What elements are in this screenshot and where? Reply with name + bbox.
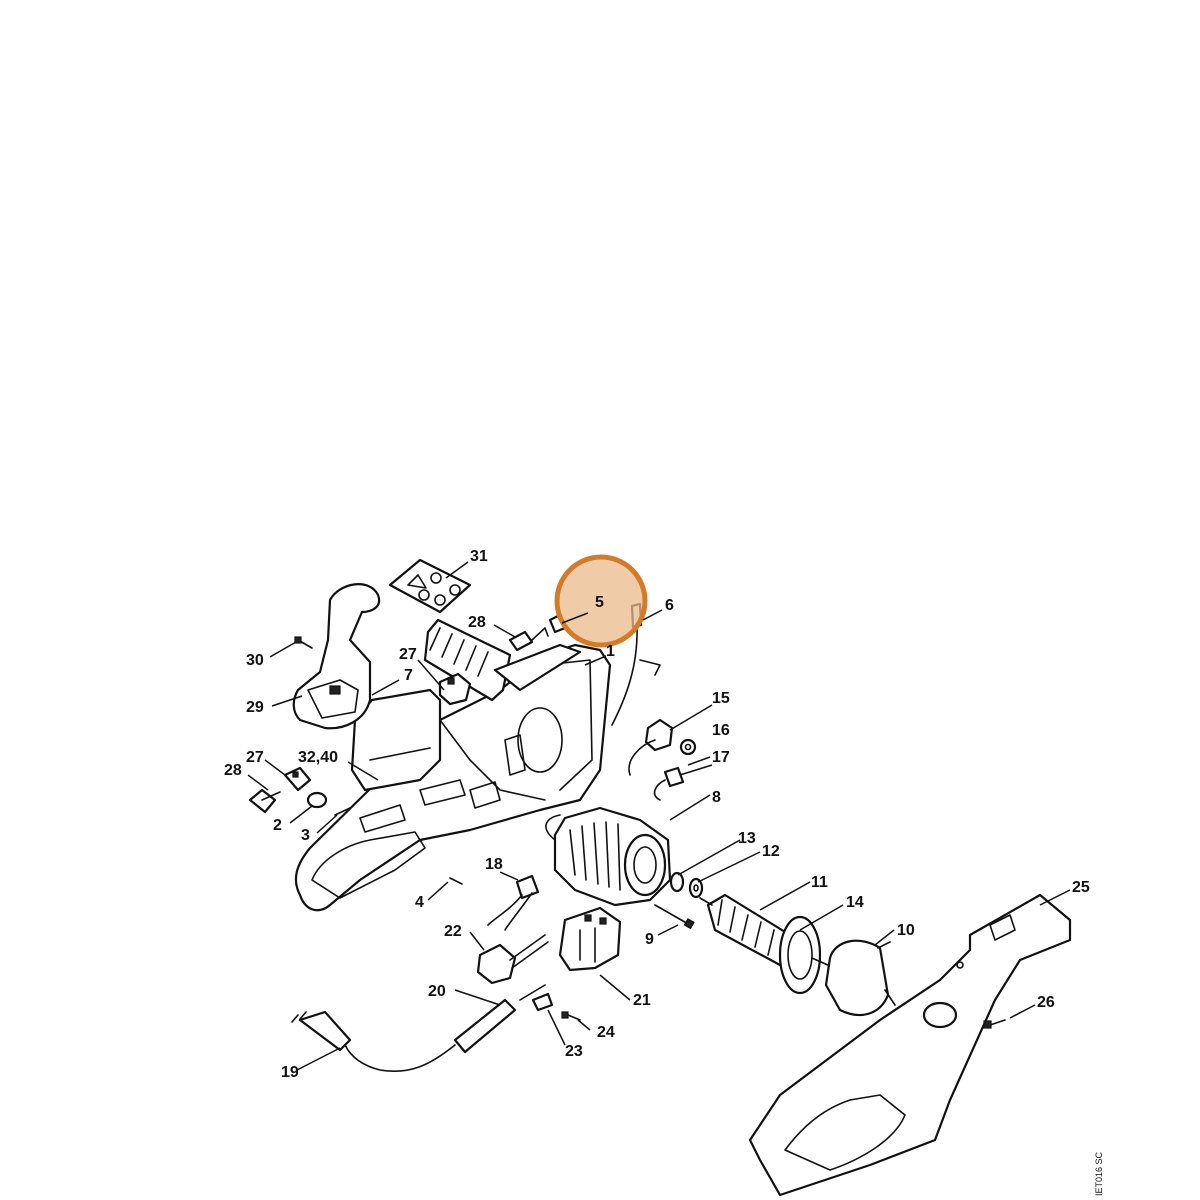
callout-10[interactable]: 10 (897, 922, 915, 939)
handle-grip (423, 618, 582, 702)
switch-21 (558, 906, 622, 972)
callout-7[interactable]: 7 (404, 667, 413, 684)
left-small-parts (248, 636, 463, 885)
callout-29[interactable]: 29 (246, 699, 264, 716)
carbon-brush-top (508, 627, 549, 652)
long-screw (654, 904, 695, 930)
front-handle (292, 583, 381, 730)
switch-components (628, 718, 697, 801)
callout-32-40[interactable]: 32,40 (298, 749, 338, 766)
stator-field (545, 806, 672, 907)
callout-16[interactable]: 16 (712, 722, 730, 739)
callout-14[interactable]: 14 (846, 894, 864, 911)
cord-clamp (531, 992, 581, 1021)
screw-26 (983, 1019, 1006, 1029)
callout-18[interactable]: 18 (485, 856, 503, 873)
callout-21[interactable]: 21 (633, 992, 651, 1009)
callout-labels: 31 28 5 6 1 27 30 7 29 15 16 17 27 32,40… (224, 548, 1090, 1081)
callout-3[interactable]: 3 (301, 827, 310, 844)
callout-8[interactable]: 8 (712, 789, 721, 806)
callout-28-left[interactable]: 28 (224, 762, 242, 779)
callout-5[interactable]: 5 (595, 594, 604, 611)
connector-parts (476, 874, 549, 985)
callout-28-top[interactable]: 28 (468, 614, 486, 631)
callout-30[interactable]: 30 (246, 652, 264, 669)
callout-12[interactable]: 12 (762, 843, 780, 860)
side-cover (748, 893, 1072, 1197)
callout-19[interactable]: 19 (281, 1064, 299, 1081)
power-cord (291, 984, 546, 1073)
callout-26[interactable]: 26 (1037, 994, 1055, 1011)
callout-2[interactable]: 2 (273, 817, 282, 834)
drawing-code: IET016 SC (1094, 1151, 1104, 1196)
gear (778, 915, 831, 995)
callout-4[interactable]: 4 (415, 894, 424, 911)
fan-baffle (824, 939, 896, 1017)
highlight-marker (554, 554, 648, 648)
callout-6[interactable]: 6 (665, 597, 674, 614)
brush-holder-top (438, 672, 472, 706)
warning-label (388, 558, 472, 614)
callout-27-top[interactable]: 27 (399, 646, 417, 663)
callout-23[interactable]: 23 (565, 1043, 583, 1060)
callout-27-left[interactable]: 27 (246, 749, 264, 766)
callout-15[interactable]: 15 (712, 690, 730, 707)
callout-13[interactable]: 13 (738, 830, 756, 847)
bearings (669, 871, 704, 899)
main-housing (294, 643, 612, 912)
leader-lines (247, 561, 1071, 1071)
callout-1[interactable]: 1 (606, 643, 615, 660)
callout-22[interactable]: 22 (444, 923, 462, 940)
callout-20[interactable]: 20 (428, 983, 446, 1000)
motor-cover (350, 688, 442, 792)
callout-24[interactable]: 24 (597, 1024, 615, 1041)
callout-11[interactable]: 11 (811, 874, 828, 891)
callout-31[interactable]: 31 (470, 548, 488, 565)
callout-25[interactable]: 25 (1072, 879, 1090, 896)
callout-17[interactable]: 17 (712, 749, 730, 766)
callout-9[interactable]: 9 (645, 931, 654, 948)
